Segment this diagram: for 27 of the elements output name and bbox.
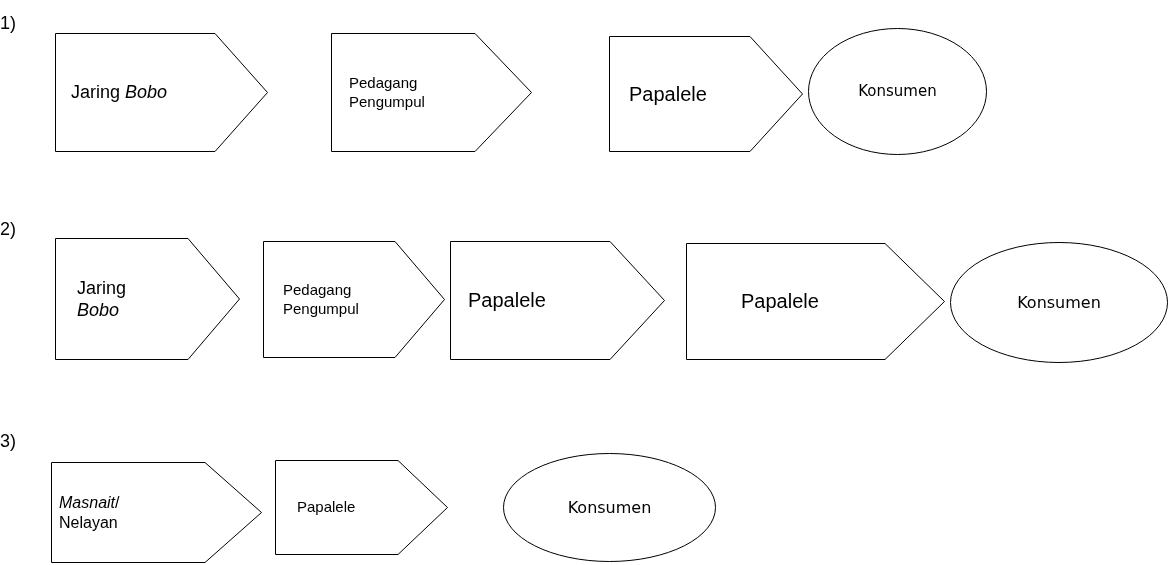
node-text: Konsumen — [567, 497, 652, 518]
pentagon-step — [331, 33, 532, 152]
pentagon-step — [609, 36, 803, 152]
pentagon-step — [686, 243, 945, 360]
ellipse-shape — [808, 28, 987, 155]
node-text: Papalele — [629, 81, 707, 107]
pentagon-step — [55, 238, 240, 360]
node-text: Papalele — [741, 289, 819, 314]
row-number: 1) — [0, 12, 16, 35]
node-text: Konsumen — [858, 82, 937, 101]
node-text: Masnait/ Nelayan — [59, 492, 121, 533]
ellipse-shape — [950, 242, 1168, 363]
node-text: Pedagang Pengumpul — [349, 73, 426, 112]
node-text: Papalele — [297, 498, 356, 517]
row-number: 2) — [0, 218, 16, 241]
node-text: Papalele — [468, 288, 546, 313]
pentagon-step — [55, 33, 268, 152]
pentagon-step — [275, 460, 448, 555]
pentagon-step — [450, 241, 665, 360]
node-text: Konsumen — [1017, 292, 1101, 313]
node-text: Jaring Bobo — [71, 81, 168, 104]
row-number: 3) — [0, 430, 16, 453]
node-text: Pedagang Pengumpul — [283, 280, 360, 319]
node-text: Jaring Bobo — [77, 276, 128, 322]
ellipse-shape — [503, 453, 716, 562]
pentagon-step — [263, 241, 445, 358]
pentagon-step — [51, 462, 262, 563]
